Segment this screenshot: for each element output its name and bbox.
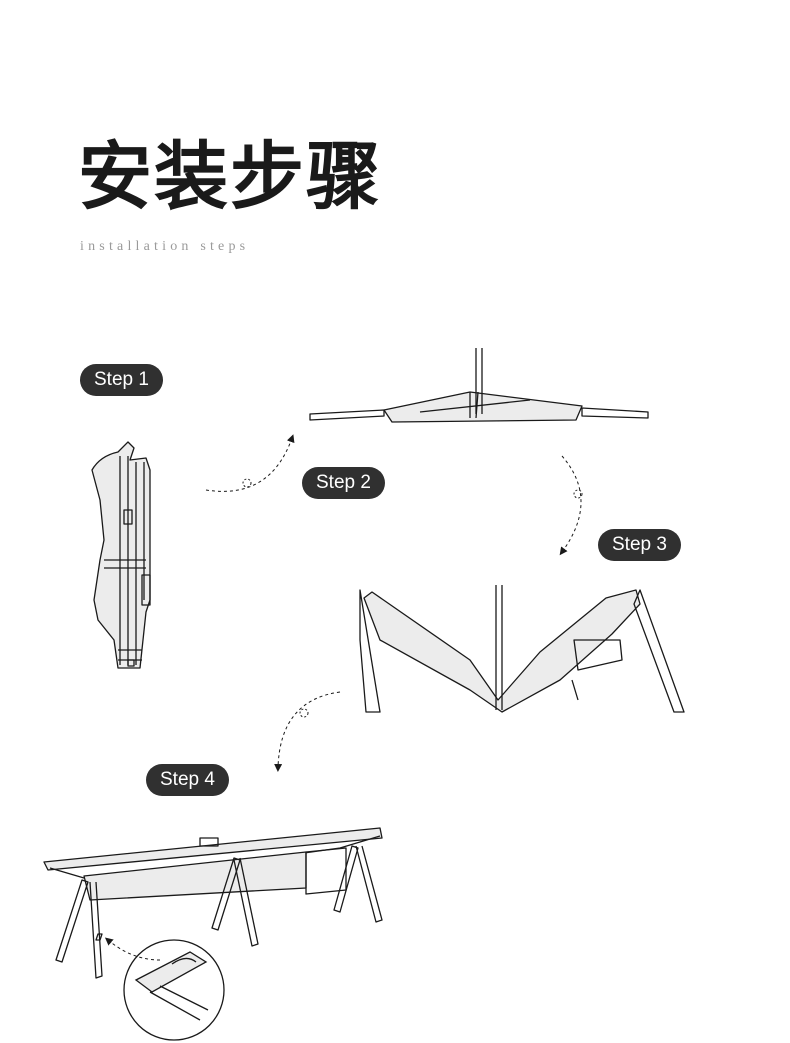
step-1-badge: Step 1 <box>80 364 163 396</box>
flow-arrow-loops <box>242 478 583 718</box>
folded-cot-illustration <box>91 441 151 669</box>
step-4-badge: Step 4 <box>146 764 229 796</box>
detail-zoom-illustration <box>123 939 225 1041</box>
partially-assembled-cot-illustration <box>359 585 685 713</box>
assembled-cot-illustration <box>43 827 383 979</box>
page-subtitle: installation steps <box>80 239 250 254</box>
step-3-badge: Step 3 <box>598 529 681 561</box>
unfolded-frame-illustration <box>309 348 649 423</box>
flow-arrows <box>104 434 582 961</box>
step-2-badge: Step 2 <box>302 467 385 499</box>
page-title: 安装步骤 <box>78 134 382 220</box>
